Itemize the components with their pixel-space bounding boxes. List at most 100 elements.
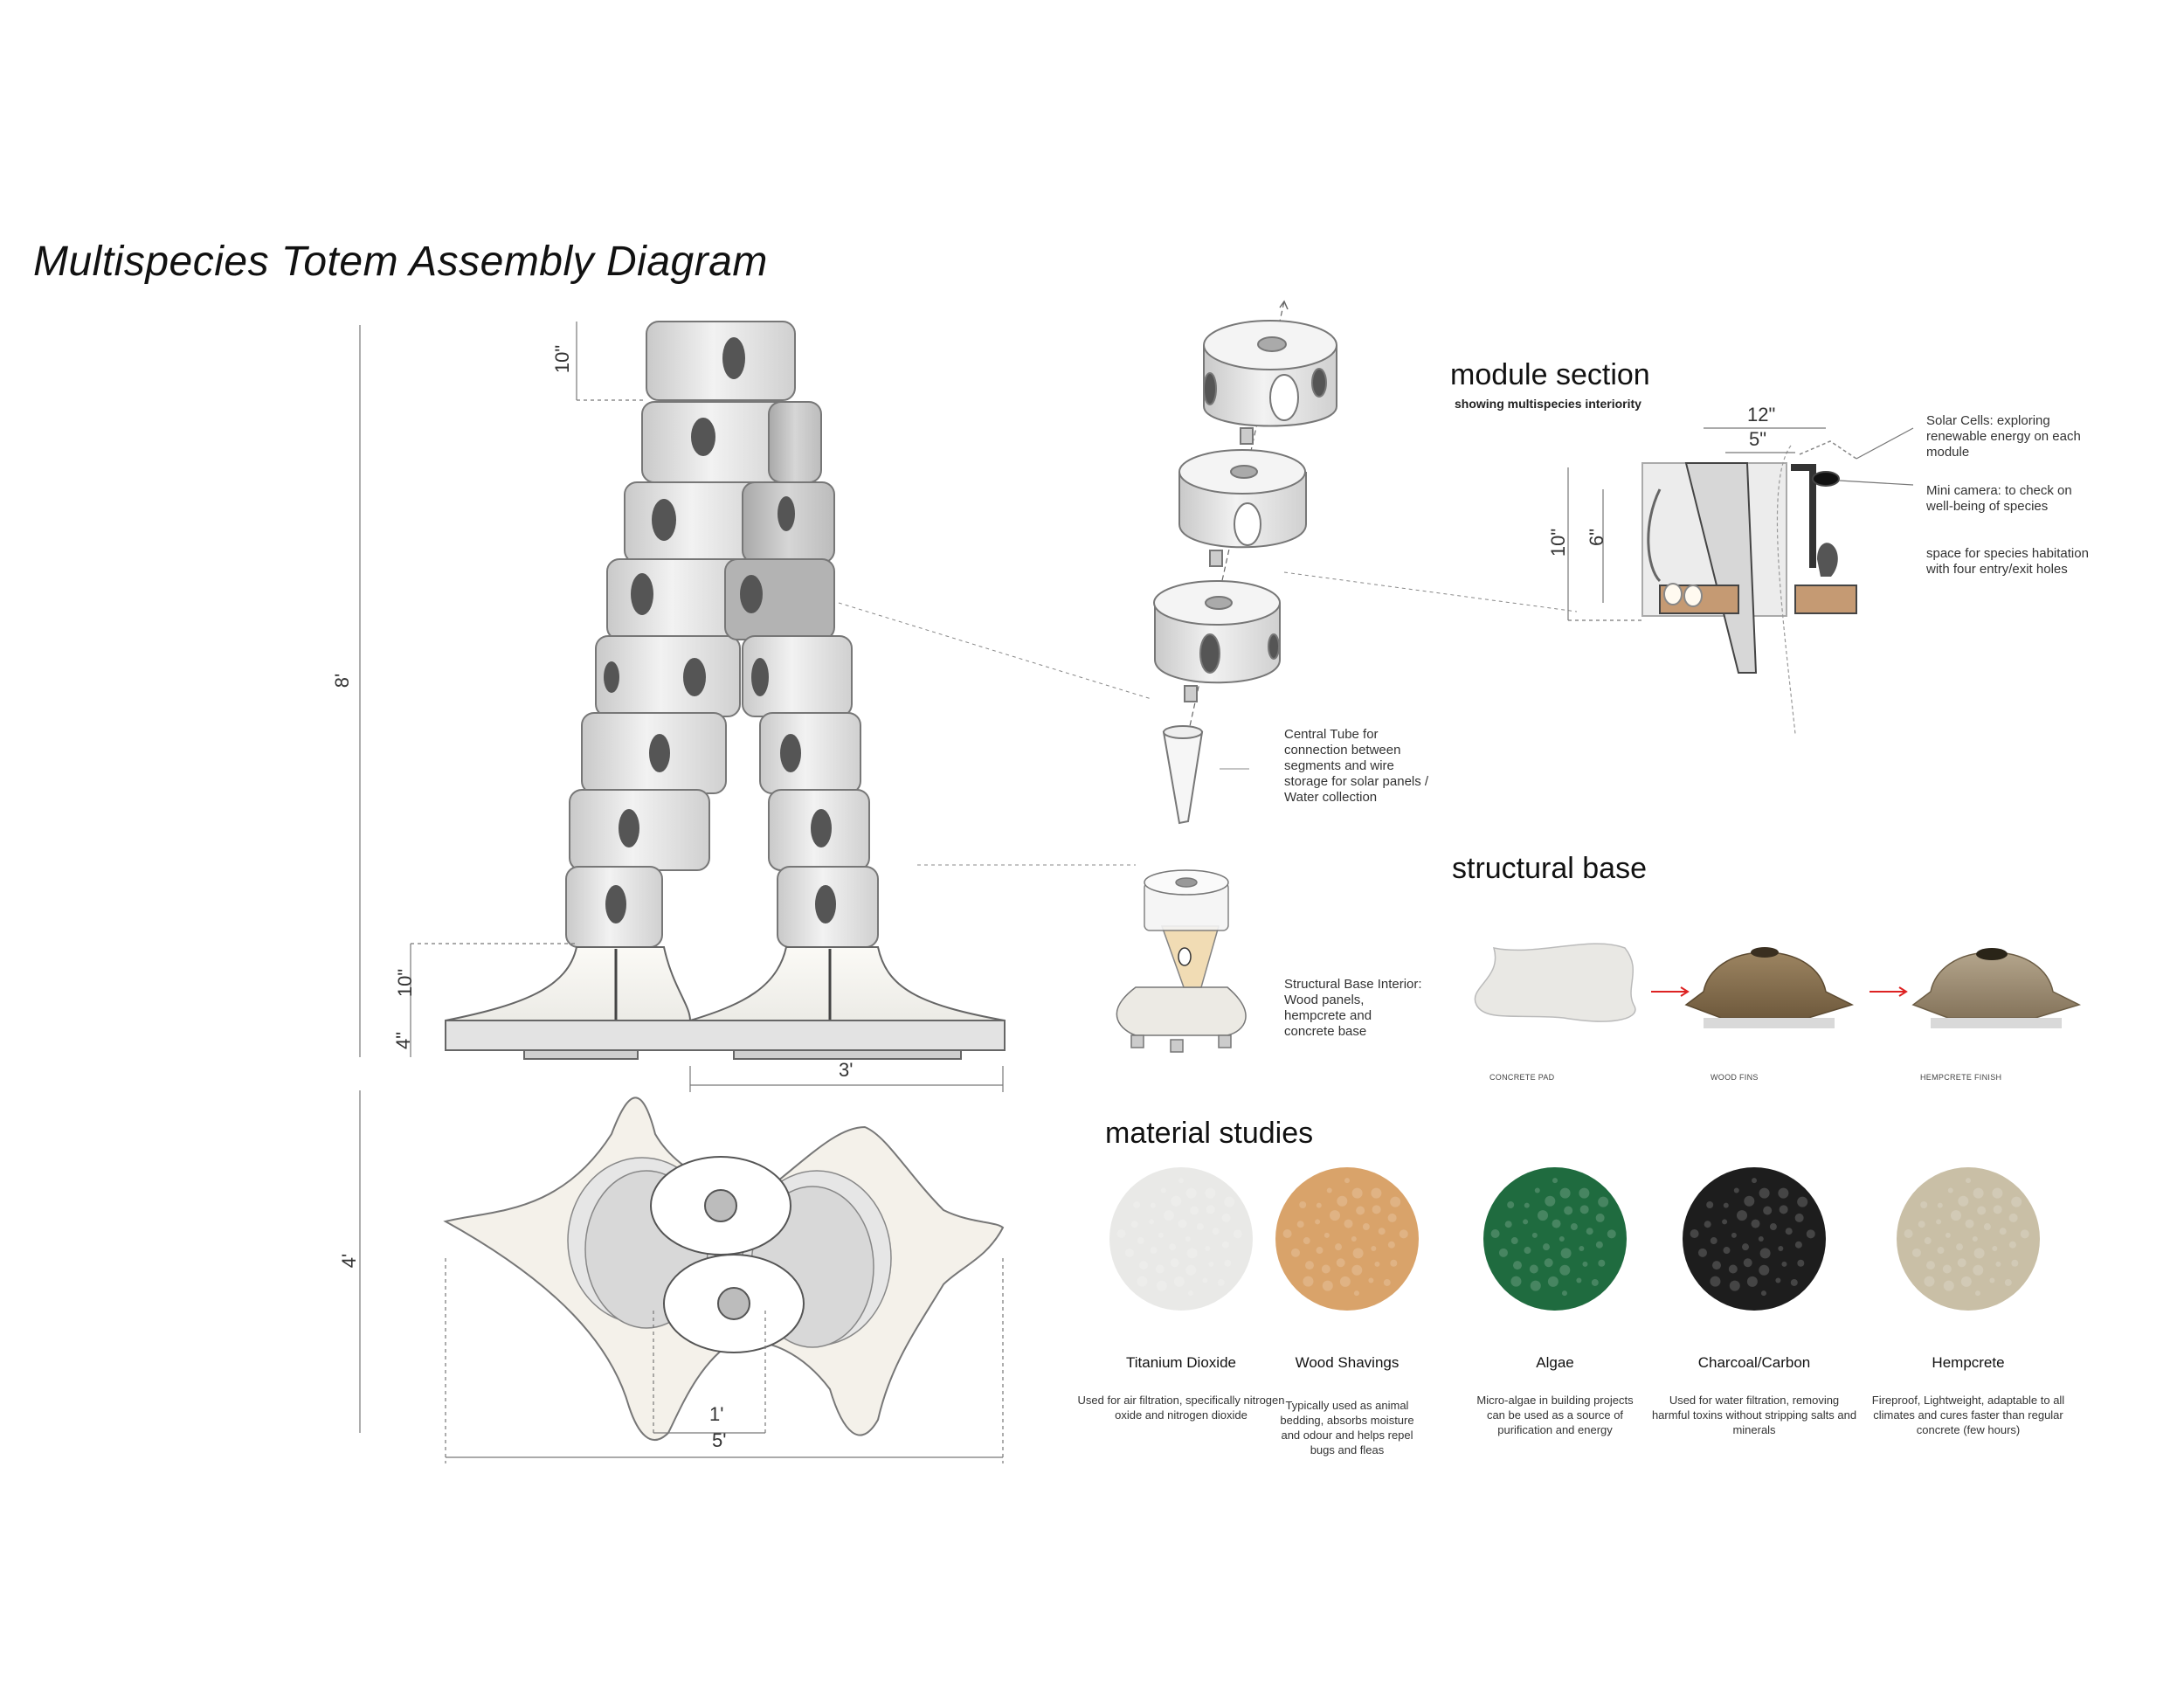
swatch-texture <box>1956 1243 1964 1251</box>
swatch-texture <box>1205 1246 1211 1252</box>
swatch-texture <box>1937 1202 1943 1208</box>
swatch-texture <box>1591 1278 1599 1286</box>
swatch-texture <box>1972 1236 1978 1242</box>
pad-height-dim: 4" <box>392 1031 415 1050</box>
swatch-texture <box>1960 1276 1972 1287</box>
swatch-texture <box>1995 1261 2001 1267</box>
swatch-texture <box>1137 1237 1144 1245</box>
swatch-texture <box>1744 1195 1755 1207</box>
swatch-texture <box>1790 1278 1798 1286</box>
swatch-texture <box>1579 1246 1585 1252</box>
totem-elevation <box>445 321 1006 1060</box>
swatch-texture <box>1116 1229 1126 1239</box>
swatch-texture <box>1316 1202 1322 1208</box>
swatch-texture <box>1378 1228 1386 1235</box>
material-studies-title: material studies <box>1105 1117 1314 1150</box>
swatch-texture <box>1778 1246 1784 1252</box>
habitation-note: space for species habitation with four e… <box>1926 546 2089 577</box>
swatch-texture <box>1390 1196 1401 1207</box>
base-step-1-label: CONCRETE PAD <box>1489 1073 1555 1082</box>
section-width-inner: 5" <box>1749 428 1767 450</box>
swatch-texture <box>1507 1201 1515 1209</box>
swatch-texture <box>1133 1201 1141 1209</box>
swatch-texture <box>1598 1259 1606 1267</box>
swatch-texture <box>1221 1213 1231 1222</box>
swatch-texture <box>1217 1278 1225 1286</box>
swatch-texture <box>1185 1187 1197 1199</box>
swatch-texture <box>1512 1261 1522 1270</box>
material-name-algae: Algae <box>1536 1354 1574 1371</box>
module-height-dim: 10" <box>551 344 574 374</box>
swatch-texture <box>1560 1248 1572 1259</box>
swatch-texture <box>1743 1258 1752 1268</box>
material-swatch-5 <box>1897 1167 2040 1311</box>
swatch-texture <box>1924 1237 1932 1245</box>
swatch-texture <box>1797 1259 1805 1267</box>
swatch-texture <box>1362 1223 1370 1231</box>
swatch-texture <box>1322 1280 1333 1291</box>
swatch-texture <box>1775 1277 1781 1283</box>
swatch-texture <box>1758 1236 1764 1242</box>
swatch-texture <box>1958 1195 1969 1207</box>
swatch-texture <box>1524 1247 1531 1255</box>
swatch-texture <box>1595 1241 1603 1249</box>
swatch-texture <box>1763 1206 1773 1215</box>
swatch-texture <box>1399 1229 1408 1239</box>
swatch-texture <box>1529 1264 1538 1274</box>
solar-cells-note: Solar Cells: exploring renewable energy … <box>1926 413 2081 460</box>
swatch-texture <box>1731 1232 1737 1238</box>
material-name-hempcrete: Hempcrete <box>1932 1354 2005 1371</box>
swatch-texture <box>1746 1276 1758 1287</box>
swatch-texture <box>1170 1258 1179 1268</box>
swatch-texture <box>1150 1247 1158 1255</box>
swatch-texture <box>1510 1237 1518 1245</box>
swatch-texture <box>1390 1259 1398 1267</box>
swatch-texture <box>1729 1280 1740 1291</box>
swatch-texture <box>1353 1290 1359 1297</box>
plan-tubes <box>650 1156 805 1353</box>
swatch-texture <box>1124 1248 1134 1257</box>
swatch-texture <box>1742 1243 1750 1251</box>
swatch-texture <box>1973 1187 1984 1199</box>
material-swatch-2 <box>1275 1167 1419 1311</box>
swatch-texture <box>1706 1201 1714 1209</box>
swatch-texture <box>1356 1206 1365 1215</box>
swatch-texture <box>1552 1178 1558 1184</box>
swatch-texture <box>1538 1210 1549 1221</box>
swatch-texture <box>1723 1202 1729 1208</box>
swatch-texture <box>1911 1248 1921 1257</box>
swatch-texture <box>1387 1241 1395 1249</box>
totem-plan-view <box>443 1097 1005 1442</box>
swatch-texture <box>1303 1276 1314 1287</box>
swatch-texture <box>1559 1264 1571 1276</box>
swatch-texture <box>1925 1261 1935 1270</box>
swatch-texture <box>1164 1210 1175 1221</box>
swatch-texture <box>1697 1248 1707 1257</box>
swatch-texture <box>1806 1229 1815 1239</box>
material-name-charcoal: Charcoal/Carbon <box>1697 1354 1811 1371</box>
swatch-texture <box>1723 1247 1731 1255</box>
swatch-texture <box>1324 1232 1330 1238</box>
swatch-texture <box>1498 1248 1508 1257</box>
material-desc-hempcrete: Fireproof, Lightweight, adaptable to all… <box>1871 1394 2065 1436</box>
swatch-texture <box>1383 1278 1391 1286</box>
swatch-texture <box>1202 1277 1208 1283</box>
plan-depth-dim: 4' <box>338 1253 361 1269</box>
swatch-texture <box>1534 1187 1540 1193</box>
swatch-texture <box>2011 1196 2022 1207</box>
swatch-texture <box>1330 1210 1341 1221</box>
swatch-texture <box>1936 1219 1942 1225</box>
base-width-dim: 3' <box>839 1059 854 1081</box>
swatch-texture <box>1710 1276 1721 1287</box>
swatch-texture <box>1759 1264 1770 1276</box>
swatch-texture <box>1598 1196 1609 1207</box>
section-height-outer: 10" <box>1547 528 1570 557</box>
swatch-texture <box>1778 1187 1789 1199</box>
swatch-texture <box>1543 1243 1551 1251</box>
swatch-texture <box>1752 1178 1757 1184</box>
swatch-texture <box>1751 1219 1760 1228</box>
section-height-inner: 6" <box>1586 528 1608 547</box>
swatch-texture <box>1351 1236 1357 1242</box>
tube-spacing-dim: 1' <box>709 1403 724 1425</box>
material-swatches <box>1109 1167 2040 1311</box>
